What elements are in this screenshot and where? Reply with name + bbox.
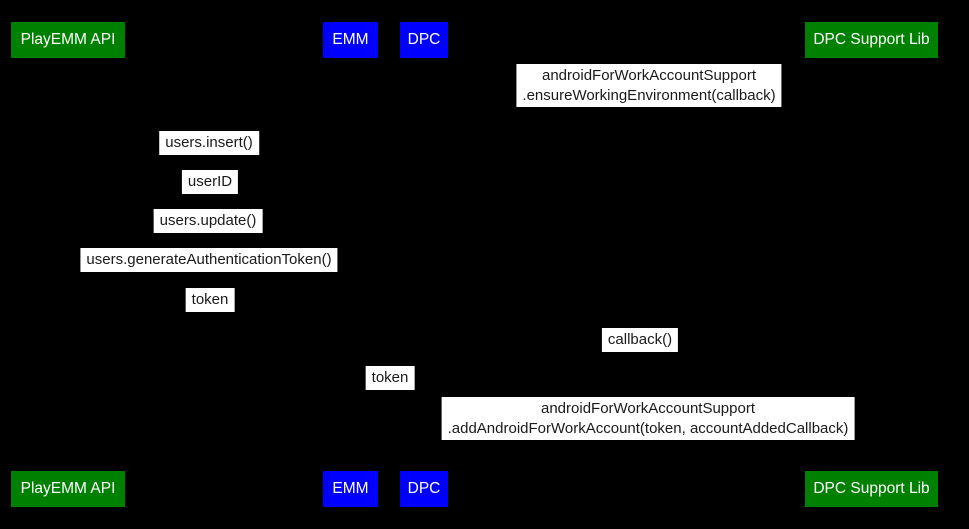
message-line: userID [187, 173, 233, 190]
actor-dpc-support-lib-top: DPC Support Lib [805, 22, 938, 58]
actor-dpc-top: DPC [400, 22, 448, 58]
message-users-insert: users.insert() [159, 131, 259, 155]
message-line: androidForWorkAccountSupport [541, 400, 755, 417]
message-token-to-dpc: token [365, 366, 415, 390]
message-add-android-for-work-account: androidForWorkAccountSupport .addAndroidF… [441, 397, 855, 440]
message-line: callback() [607, 331, 673, 348]
message-line: token [191, 291, 229, 308]
message-line: users.generateAuthenticationToken() [86, 251, 332, 268]
actor-playemm-api-bottom: PlayEMM API [11, 471, 125, 507]
message-line: token [371, 369, 409, 386]
message-ensure-working-environment: androidForWorkAccountSupport .ensureWorki… [516, 64, 782, 107]
message-line: androidForWorkAccountSupport [541, 67, 756, 84]
actor-emm-bottom: EMM [323, 471, 378, 507]
actor-dpc-support-lib-bottom: DPC Support Lib [805, 471, 938, 507]
actor-playemm-api-top: PlayEMM API [11, 22, 125, 58]
message-users-update: users.update() [153, 209, 263, 233]
actor-emm-top: EMM [323, 22, 378, 58]
message-line: users.update() [159, 212, 257, 229]
message-line: .addAndroidForWorkAccount(token, account… [447, 419, 849, 437]
message-user-id: userID [181, 170, 239, 194]
message-users-generate-authentication-token: users.generateAuthenticationToken() [80, 248, 338, 272]
actor-dpc-bottom: DPC [400, 471, 448, 507]
message-line: .ensureWorkingEnvironment(callback) [522, 86, 776, 104]
message-line: users.insert() [165, 134, 253, 151]
message-callback: callback() [601, 328, 679, 352]
message-token-to-playemm: token [185, 288, 235, 312]
